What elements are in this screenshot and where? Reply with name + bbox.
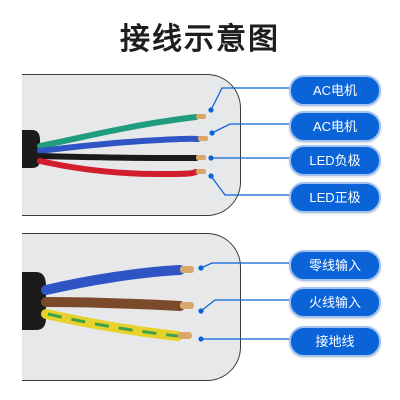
top-cable bbox=[22, 114, 208, 178]
label-ground-wire: 接地线 bbox=[289, 326, 381, 357]
label-ac-motor-2: AC电机 bbox=[289, 111, 381, 142]
top-wire-4 bbox=[37, 158, 199, 178]
top-wire-2-tip bbox=[198, 136, 208, 141]
leader-dot bbox=[208, 107, 214, 113]
bottom-wire-2-tip bbox=[180, 302, 194, 309]
top-leader-dots bbox=[208, 107, 215, 179]
top-wire-1-tip bbox=[196, 114, 206, 119]
top-leader-lines bbox=[210, 87, 289, 196]
leader-dot bbox=[209, 130, 215, 136]
leader-line-ac-motor-2 bbox=[211, 123, 289, 134]
label-led-negative: LED负极 bbox=[289, 145, 381, 176]
bottom-wire-1 bbox=[41, 265, 185, 295]
label-led-positive: LED正极 bbox=[289, 182, 381, 213]
leader-dot bbox=[198, 336, 204, 342]
bottom-wire-2 bbox=[41, 297, 185, 311]
leader-line-live bbox=[200, 299, 289, 312]
leader-line-neutral bbox=[200, 262, 289, 269]
bottom-leader-lines bbox=[200, 262, 289, 340]
leader-dot bbox=[198, 308, 204, 314]
bottom-leader-dots bbox=[198, 265, 204, 342]
leader-line-ac-motor-1 bbox=[210, 87, 289, 111]
top-wire-3 bbox=[37, 153, 199, 162]
top-wire-3-tip bbox=[196, 155, 206, 160]
leader-line-led-positive bbox=[210, 175, 289, 196]
leader-dot bbox=[198, 265, 204, 271]
top-wire-2 bbox=[37, 135, 201, 154]
top-cable-sheath bbox=[22, 130, 40, 168]
top-wire-1 bbox=[37, 114, 199, 149]
label-ac-motor-1: AC电机 bbox=[289, 75, 381, 106]
top-wire-4-tip bbox=[196, 169, 206, 174]
bottom-cable bbox=[22, 265, 194, 341]
leader-dot bbox=[208, 173, 214, 179]
label-live-input: 火线输入 bbox=[289, 287, 381, 318]
page-title: 接线示意图 bbox=[120, 22, 280, 57]
bottom-wire-3 bbox=[41, 309, 183, 341]
leader-dot bbox=[208, 155, 214, 161]
bottom-cable-sheath bbox=[22, 272, 46, 330]
bottom-wire-1-tip bbox=[180, 266, 194, 273]
bottom-wire-3-tip bbox=[178, 332, 192, 339]
label-neutral-input: 零线输入 bbox=[289, 250, 381, 281]
